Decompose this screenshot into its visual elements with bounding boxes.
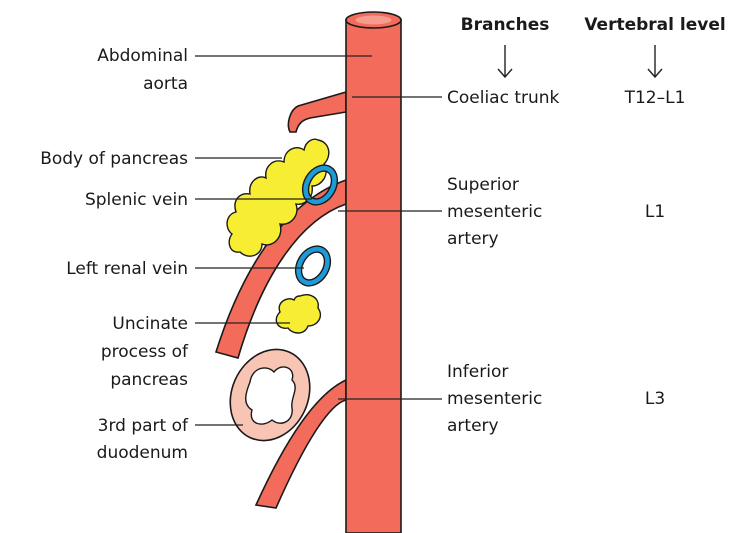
- header-branches: Branches: [461, 15, 550, 35]
- header-vertebral-level: Vertebral level: [584, 15, 725, 35]
- left-renal-vein: [289, 240, 338, 292]
- label-aorta-2: aorta: [143, 74, 188, 94]
- level-coeliac: T12–L1: [624, 88, 686, 108]
- label-sma-2: mesenteric: [447, 202, 542, 222]
- uncinate-process: [276, 295, 320, 333]
- label-ima-2: mesenteric: [447, 389, 542, 409]
- label-ima-1: Inferior: [447, 362, 508, 382]
- label-aorta-1: Abdominal: [97, 46, 188, 66]
- label-splenic-vein: Splenic vein: [85, 190, 188, 210]
- level-ima: L3: [645, 389, 665, 409]
- label-duodenum-2: duodenum: [97, 443, 188, 463]
- label-uncinate-1: Uncinate: [112, 314, 188, 334]
- abdominal-aorta: [346, 12, 401, 533]
- label-sma-1: Superior: [447, 175, 519, 195]
- label-ima-3: artery: [447, 416, 499, 436]
- vertebral-level-arrow: [648, 45, 662, 77]
- coeliac-trunk: [288, 92, 346, 132]
- label-duodenum-1: 3rd part of: [98, 416, 189, 436]
- label-left-renal-vein: Left renal vein: [66, 259, 188, 279]
- label-coeliac-trunk: Coeliac trunk: [447, 88, 560, 108]
- label-body-of-pancreas: Body of pancreas: [40, 149, 188, 169]
- branches-arrow: [498, 45, 512, 77]
- label-uncinate-2: process of: [101, 342, 189, 362]
- label-sma-3: artery: [447, 229, 499, 249]
- level-sma: L1: [645, 202, 665, 222]
- label-uncinate-3: pancreas: [110, 370, 188, 390]
